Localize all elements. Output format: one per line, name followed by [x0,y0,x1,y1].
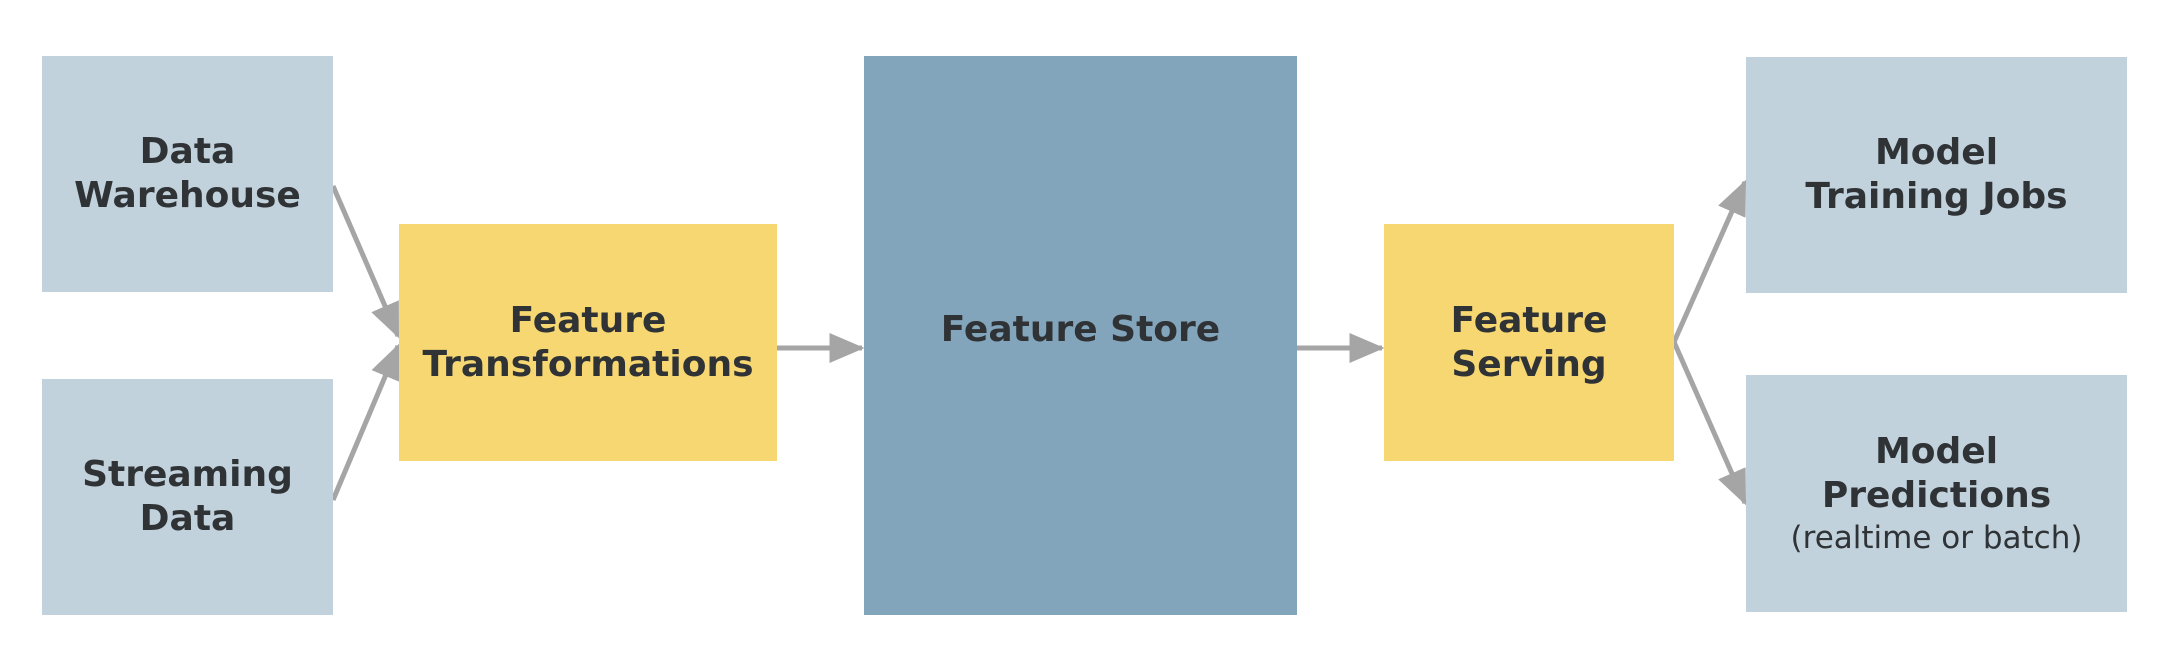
feature-transformations-label-line2: Transformations [422,343,754,385]
model-predictions-note: (realtime or batch) [1790,519,2083,556]
model-predictions-label-line1: Model [1874,430,1999,472]
model-training-label-line2: Training Jobs [1805,176,2068,217]
streaming-data-node: Streaming Data [42,379,333,615]
model-training-label-line1: Model [1874,132,1999,173]
feature-store-label: Feature Store [940,308,1221,350]
data-warehouse-node: Data Warehouse [42,56,333,292]
arrow-streaming-to-transformations [330,343,401,501]
feature-store-node: Feature Store [864,56,1297,615]
arrow-warehouse-to-transformations [330,185,401,339]
arrow-serving-to-training [1671,179,1748,344]
streaming-data-label-line2: Data [139,498,236,539]
model-training-node: Model Training Jobs [1746,57,2127,293]
feature-serving-label-line2: Serving [1451,343,1607,385]
data-warehouse-label-line1: Data [139,131,236,172]
arrow-serving-to-predictions [1671,340,1748,506]
model-predictions-node: Model Predictions (realtime or batch) [1746,375,2127,612]
streaming-data-label-line1: Streaming [82,454,293,495]
data-warehouse-label-line2: Warehouse [74,175,301,216]
model-predictions-label-line2: Predictions [1821,474,2052,516]
feature-transformations-label-line1: Feature [509,299,667,341]
feature-serving-node: Feature Serving [1384,224,1674,461]
feature-serving-label-line1: Feature [1450,299,1608,341]
feature-transformations-node: Feature Transformations [399,224,777,461]
